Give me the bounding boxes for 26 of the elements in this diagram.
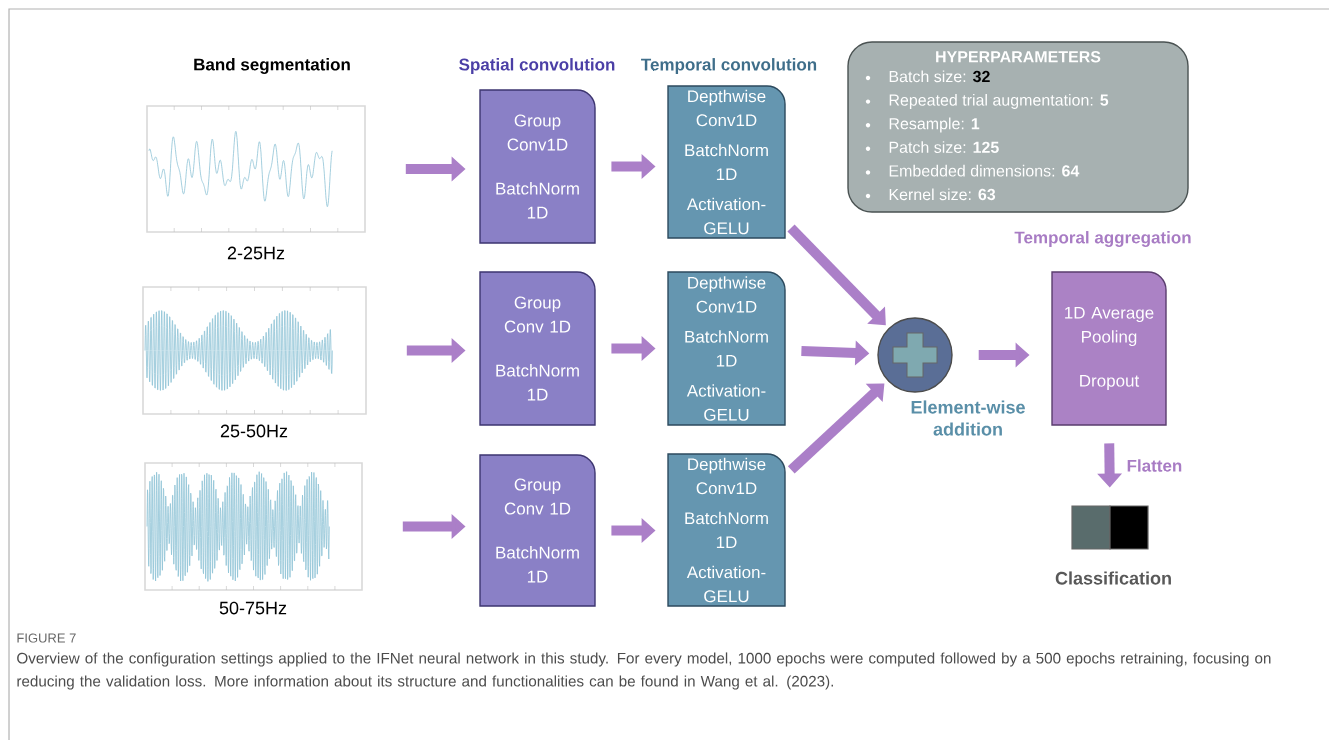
band-label: 25-50Hz (220, 424, 288, 438)
band-label: Element-wise addition (911, 400, 1025, 436)
process-box: Group Conv1D BatchNorm 1D (479, 89, 596, 244)
band-label: 50-75Hz (219, 601, 287, 615)
waveform-plot (142, 286, 367, 415)
arrow (787, 383, 885, 474)
process-box: Depthwise Conv1D BatchNorm 1D Activation-GELU (667, 271, 786, 426)
waveform-plot (144, 462, 363, 591)
process-box: Group Conv 1D BatchNorm 1D (479, 271, 596, 426)
process-box: Group Conv 1D BatchNorm 1D (479, 454, 596, 607)
column-heading: Spatial convolution (459, 58, 615, 74)
column-heading: Temporal aggregation (1014, 231, 1191, 247)
hyperparameter-panel: HYPERPARAMETERS Batch size: 32 Repeated trial augmentation: 5 Resample: 1 Patch size: 125 Embedded dimensions: 64 Kernel size: 63 (847, 41, 1189, 213)
process-box: Depthwise Conv1D BatchNorm 1D Activation-GELU (667, 85, 786, 239)
addition-circle (877, 317, 953, 393)
edge-label: Flatten (1127, 459, 1182, 472)
figure-number: FIGURE 7 (17, 633, 76, 643)
process-box: Depthwise Conv1D BatchNorm 1D Activation-GELU (667, 453, 786, 607)
column-heading: Band segmentation (194, 58, 350, 74)
band-label: Classification (1055, 571, 1171, 585)
band-label: 2-25Hz (227, 246, 285, 260)
caption: Overview of the configuration settings applied to the IFNet neural network in this study. For every model, 1000 epochs were computed followed by a 500 epochs retraining, focusing on reducing the validation loss. More information about its structure and functionalities can be found in Wang et al. (2023). (17, 652, 1271, 690)
waveform-plot (146, 105, 366, 233)
column-heading: Temporal convolution (641, 58, 817, 74)
output-squares (1071, 505, 1149, 550)
process-box: 1D Average Pooling Dropout (1051, 271, 1167, 426)
